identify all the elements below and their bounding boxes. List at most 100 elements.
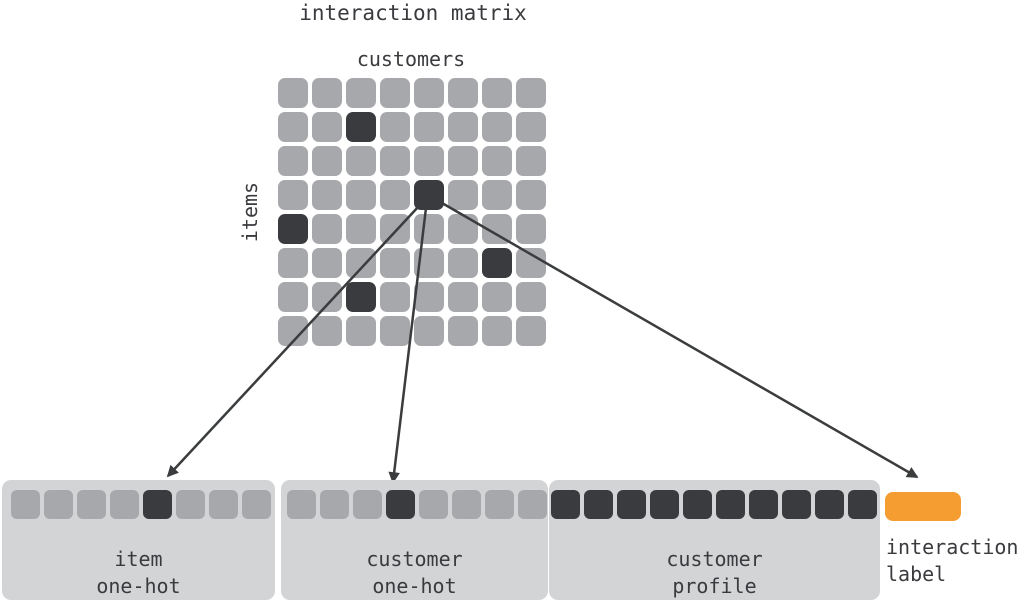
matrix-columns-label: customers (356, 47, 466, 71)
matrix-cell-interaction (278, 214, 308, 244)
vector-cell-active (386, 490, 415, 519)
vector-cell-active (143, 490, 172, 519)
matrix-cell (482, 180, 512, 210)
matrix-cell (448, 112, 478, 142)
vector-cell (11, 490, 40, 519)
interaction-label-line1: interaction (886, 535, 1019, 559)
matrix-cell (278, 316, 308, 346)
matrix-cell (448, 248, 478, 278)
matrix-cell (516, 248, 546, 278)
vector-cell (419, 490, 448, 519)
vector-cell-active (848, 490, 877, 519)
matrix-cell (448, 316, 478, 346)
matrix-cell (346, 248, 376, 278)
matrix-cell (516, 112, 546, 142)
vector-cell (44, 490, 73, 519)
matrix-cell (414, 248, 444, 278)
matrix-cell-interaction (346, 112, 376, 142)
matrix-cell (414, 214, 444, 244)
matrix-cell (312, 112, 342, 142)
item-one-hot-panel: item one-hot (2, 480, 275, 600)
matrix-cell (278, 112, 308, 142)
vector-cell (176, 490, 205, 519)
vector-cell-active (782, 490, 811, 519)
customer-profile-panel: customer profile (549, 480, 880, 600)
matrix-cell (516, 180, 546, 210)
interaction-label-cell (885, 492, 961, 521)
matrix-cell (482, 112, 512, 142)
matrix-cell (380, 282, 410, 312)
matrix-cell (448, 214, 478, 244)
vector-cell (287, 490, 316, 519)
matrix-cell (312, 214, 342, 244)
matrix-cell (516, 146, 546, 176)
matrix-cell (448, 180, 478, 210)
vector-cell-active (749, 490, 778, 519)
customer-one-hot-label: customer one-hot (281, 546, 548, 600)
matrix-cell (448, 146, 478, 176)
vector-cell (353, 490, 382, 519)
vector-cell (209, 490, 238, 519)
matrix-cell (312, 248, 342, 278)
matrix-cell (312, 282, 342, 312)
matrix-cell (482, 316, 512, 346)
vector-cell (242, 490, 271, 519)
customer-one-hot-panel: customer one-hot (281, 480, 548, 600)
item-one-hot-label: item one-hot (2, 546, 275, 600)
vector-cell (452, 490, 481, 519)
vector-cell-active (716, 490, 745, 519)
matrix-cell (312, 180, 342, 210)
vector-cell (77, 490, 106, 519)
matrix-cell-interaction (414, 180, 444, 210)
interaction-label-text: interaction label (886, 534, 1018, 588)
customer-profile-label-line1: customer (666, 547, 763, 571)
matrix-cell (516, 316, 546, 346)
customer-profile-vector (549, 480, 880, 519)
matrix-cell (380, 248, 410, 278)
interaction-matrix-grid (278, 78, 546, 346)
matrix-cell (312, 316, 342, 346)
matrix-cell (346, 316, 376, 346)
vector-cell-active (617, 490, 646, 519)
matrix-cell (278, 146, 308, 176)
matrix-cell (482, 146, 512, 176)
diagram-title: interaction matrix (299, 1, 527, 25)
matrix-cell (414, 78, 444, 108)
matrix-cell (380, 146, 410, 176)
matrix-cell (380, 112, 410, 142)
matrix-cell (278, 282, 308, 312)
interaction-label-line2: label (886, 562, 947, 586)
vector-cell-active (683, 490, 712, 519)
matrix-cell (380, 78, 410, 108)
matrix-cell (312, 78, 342, 108)
matrix-cell-interaction (346, 282, 376, 312)
matrix-cell (346, 146, 376, 176)
matrix-cell (516, 282, 546, 312)
matrix-cell (380, 214, 410, 244)
matrix-cell (278, 78, 308, 108)
matrix-cell (346, 78, 376, 108)
item-one-hot-label-line1: item (114, 547, 163, 571)
matrix-rows-label: items (238, 181, 262, 243)
matrix-cell (414, 112, 444, 142)
matrix-cell (414, 146, 444, 176)
vector-cell-active (650, 490, 679, 519)
matrix-cell (380, 180, 410, 210)
item-one-hot-label-line2: one-hot (96, 574, 181, 598)
customer-one-hot-label-line2: one-hot (372, 574, 457, 598)
matrix-cell (278, 180, 308, 210)
matrix-cell (414, 282, 444, 312)
matrix-cell (414, 316, 444, 346)
vector-cell (110, 490, 139, 519)
matrix-cell (448, 78, 478, 108)
customer-profile-label-line2: profile (672, 574, 757, 598)
matrix-cell (448, 282, 478, 312)
item-one-hot-vector (2, 480, 275, 519)
matrix-cell (346, 180, 376, 210)
matrix-cell (380, 316, 410, 346)
vector-cell (518, 490, 547, 519)
vector-cell (485, 490, 514, 519)
matrix-cell (482, 78, 512, 108)
matrix-cell-interaction (482, 248, 512, 278)
